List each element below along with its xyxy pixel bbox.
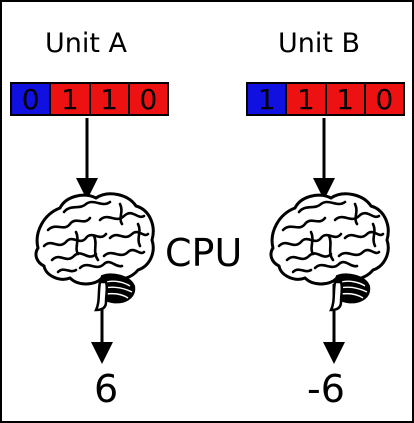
- unit-b-bit-3: 0: [363, 83, 403, 116]
- unit-a-bit-1: 1: [49, 83, 89, 116]
- unit-b-label: Unit B: [278, 28, 361, 59]
- arrow-down-icon: [76, 118, 98, 200]
- cpu-label: CPU: [165, 231, 243, 275]
- unit-b-bit-1: 1: [285, 83, 325, 116]
- unit-b-result: -6: [307, 367, 345, 411]
- unit-a-bit-0: 0: [12, 83, 50, 116]
- unit-a-bit-3: 0: [127, 83, 167, 116]
- unit-a-label: Unit A: [45, 28, 128, 59]
- unit-b-bit-2: 1: [324, 83, 364, 116]
- unit-a-result: 6: [94, 367, 119, 411]
- unit-a-bit-register: 0 1 1 0: [10, 82, 169, 116]
- brain-icon: [269, 192, 390, 312]
- unit-b-bit-register: 1 1 1 0: [246, 82, 405, 116]
- arrow-down-icon: [313, 118, 335, 200]
- brain-icon: [34, 192, 155, 312]
- unit-b-bit-0: 1: [248, 83, 286, 116]
- unit-a-bit-2: 1: [88, 83, 128, 116]
